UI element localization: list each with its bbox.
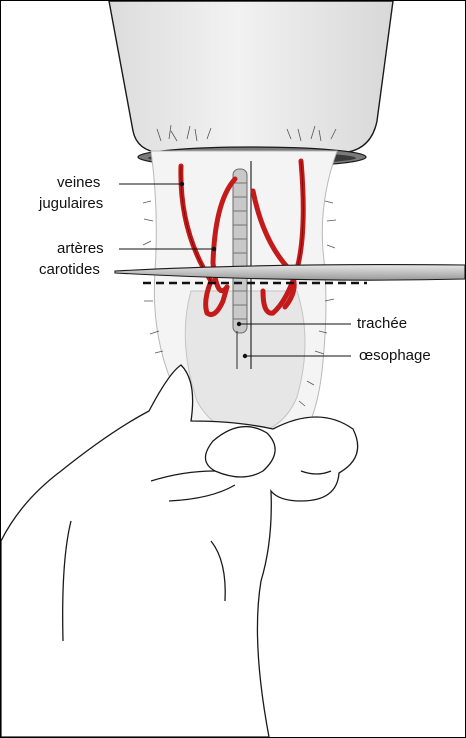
oesophagus: [236, 161, 252, 369]
label-trachee: trachée: [357, 315, 408, 332]
leader-lines: [119, 183, 351, 357]
label-veines-line1: veines: [57, 174, 101, 191]
restraint-cone: [108, 1, 394, 168]
label-veines-line2: jugulaires: [39, 195, 104, 212]
hand-icon: [1, 364, 359, 737]
trachea: [232, 168, 248, 334]
label-arteres-line2: carotides: [39, 261, 100, 278]
label-arteres-line1: artères: [57, 240, 104, 257]
knife-blade-icon: [114, 264, 465, 281]
label-oesophage: œsophage: [359, 347, 431, 364]
